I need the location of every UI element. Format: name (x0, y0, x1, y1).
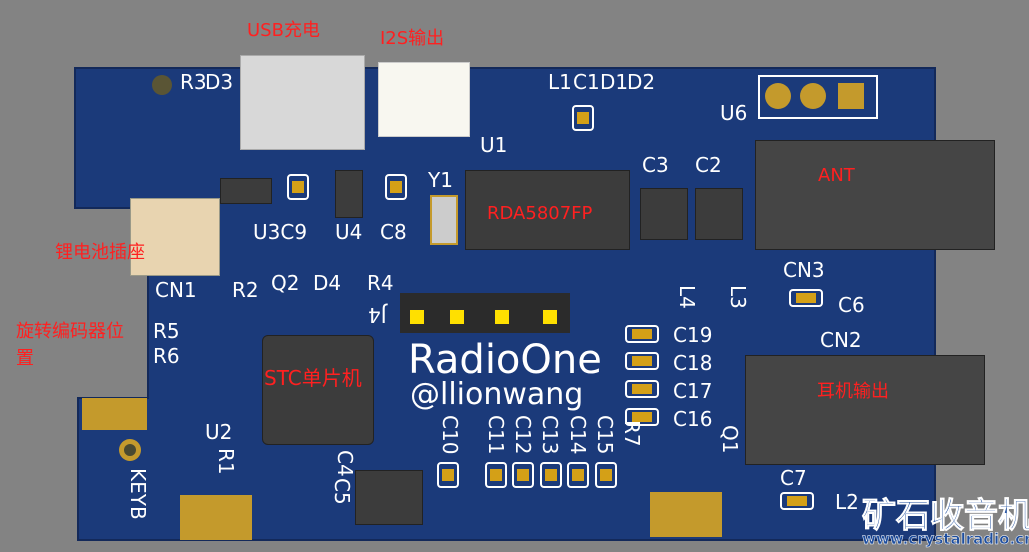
battery-connector (130, 198, 220, 276)
label-q2: Q2 (271, 271, 300, 295)
label-r4: R4 (367, 271, 394, 295)
i2s-connector (378, 62, 470, 137)
label-r1: R1 (214, 448, 238, 475)
annotation-headphone: 耳机输出 (817, 381, 889, 402)
label-c5: C5 (330, 478, 354, 505)
u6-header (758, 75, 878, 119)
label-u2: U2 (205, 420, 233, 444)
stc-mcu-chip (262, 335, 374, 445)
label-c17: C17 (673, 379, 713, 403)
watermark-url: www.crystalradio.cn (862, 530, 1029, 549)
label-c2: C2 (695, 153, 722, 177)
usb-connector (240, 55, 365, 150)
annotation-i2s: I2S输出 (380, 28, 445, 49)
label-u3c9: U3C9 (253, 220, 308, 244)
annotation-battery: 锂电池插座 (55, 242, 145, 263)
label-c12: C12 (511, 415, 535, 455)
label-j4: J4 (368, 303, 387, 327)
label-cn2: CN2 (820, 328, 862, 352)
label-c15: C15 (593, 415, 617, 455)
headphone-jack (745, 355, 985, 465)
label-d3: D3 (205, 70, 234, 94)
label-c19: C19 (673, 323, 713, 347)
label-c1: C1 (573, 70, 600, 94)
label-c13: C13 (538, 415, 562, 455)
label-r3: R3 (180, 70, 207, 94)
annotation-ant: ANT (818, 165, 855, 186)
label-c18: C18 (673, 351, 713, 375)
annotation-encoder: 旋转编码器位置 (16, 321, 124, 369)
annotation-usb: USB充电 (247, 20, 320, 41)
watermark-name: 矿石收音机 (862, 496, 1029, 537)
rda5807-chip (465, 170, 630, 250)
label-cn3: CN3 (783, 258, 825, 282)
label-c10: C10 (438, 415, 462, 455)
label-r2: R2 (232, 278, 259, 302)
label-r7: R7 (620, 420, 644, 447)
label-c8: C8 (380, 220, 407, 244)
label-l4: L4 (675, 285, 699, 309)
annotation-rda: RDA5807FP (487, 203, 593, 224)
label-d4: D4 (313, 271, 342, 295)
label-c4: C4 (333, 450, 357, 477)
annotation-mcu: STC单片机 (264, 366, 362, 390)
ant-jack (755, 140, 995, 250)
label-c14: C14 (566, 415, 590, 455)
label-r6: R6 (153, 344, 180, 368)
label-l2: L2 (835, 490, 859, 514)
label-c6: C6 (838, 293, 865, 317)
label-u1: U1 (480, 133, 508, 157)
label-l1: L1 (548, 70, 572, 94)
j4-header (400, 293, 570, 333)
label-keyb: KEYB (126, 468, 150, 520)
label-u4: U4 (335, 220, 363, 244)
label-c7: C7 (780, 466, 807, 490)
label-c11: C11 (484, 415, 508, 455)
board-author: @llionwang (410, 377, 584, 412)
label-d1: D1 (600, 70, 629, 94)
label-d2: D2 (627, 70, 656, 94)
crystal-y1 (430, 195, 458, 245)
label-q1: Q1 (718, 425, 742, 454)
label-u6: U6 (720, 101, 748, 125)
board-title: RadioOne (408, 337, 602, 383)
label-c16: C16 (673, 407, 713, 431)
label-y1: Y1 (428, 168, 453, 192)
label-r5: R5 (153, 319, 180, 343)
label-l3: L3 (726, 285, 750, 309)
label-c3: C3 (642, 153, 669, 177)
label-cn1: CN1 (155, 278, 197, 302)
